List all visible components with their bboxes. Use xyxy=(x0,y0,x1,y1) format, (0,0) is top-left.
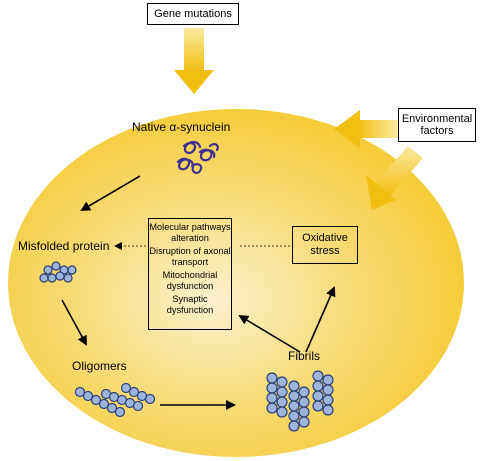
mechanism-item: Synaptic dysfunction xyxy=(166,294,214,315)
native-protein-icon xyxy=(176,140,219,174)
env-arrow-horizontal xyxy=(334,110,398,148)
env-arrow-diagonal xyxy=(366,146,423,210)
arrow-native-to-misfolded xyxy=(80,175,141,212)
fibrils-icon xyxy=(266,370,334,432)
gene-mutations-arrow xyxy=(174,28,214,94)
mechanisms-box: Molecular pathways alteration Disruption… xyxy=(148,218,232,330)
mechanism-item: Mitochondrial dysfunction xyxy=(162,270,218,291)
arrow-fibrils-to-oxidative xyxy=(305,286,336,353)
misfolded-protein-icon xyxy=(39,261,77,283)
mechanism-item: Molecular pathways alteration xyxy=(149,222,231,243)
cell-body xyxy=(8,109,464,457)
oxidative-stress-box: Oxidative stress xyxy=(292,226,358,264)
mechanism-item: Disruption of axonal transport xyxy=(149,246,231,267)
arrow-fibrils-to-mechanisms xyxy=(238,314,301,353)
arrow-misfolded-to-oligomers xyxy=(61,299,87,346)
environmental-factors-box: Environmental factors xyxy=(398,108,476,142)
oligomers-label: Oligomers xyxy=(72,359,127,373)
gene-mutations-box: Gene mutations xyxy=(147,3,239,25)
oligomers-icon xyxy=(74,382,156,418)
fibrils-label: Fibrils xyxy=(288,349,320,363)
native-synuclein-label: Native α-synuclein xyxy=(132,120,231,134)
misfolded-protein-label: Misfolded protein xyxy=(18,239,110,253)
